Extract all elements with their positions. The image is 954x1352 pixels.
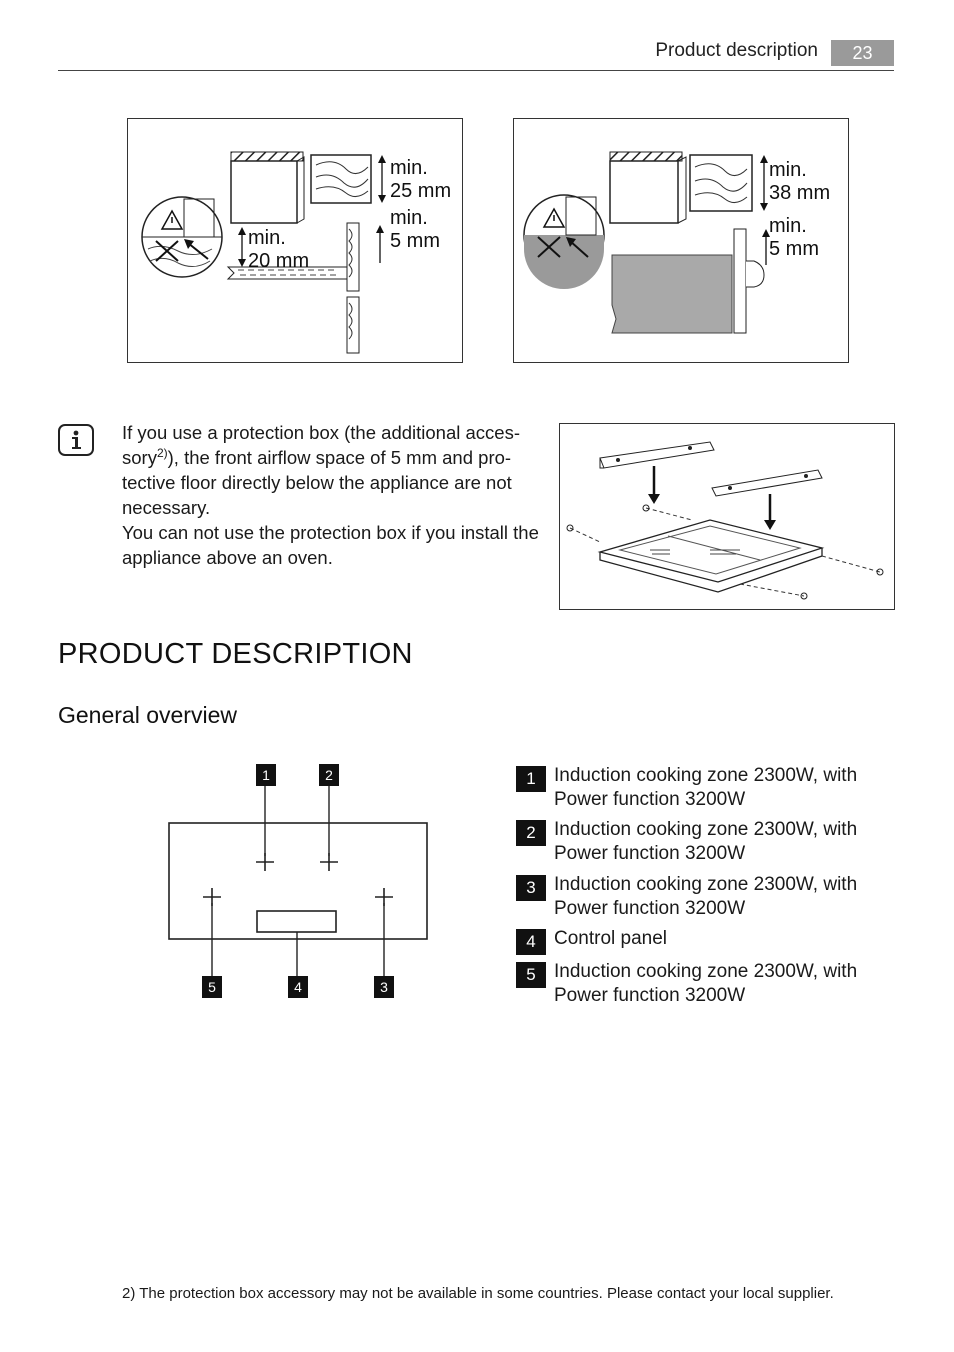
legend-text: Induction cooking zone 2300W, with Power… xyxy=(554,961,858,1006)
header-rule xyxy=(58,70,894,71)
dimension-label-25mm: min. 25 mm xyxy=(390,157,452,202)
installation-figure-left: min. 25 mm min. 5 mm min. 20 mm xyxy=(127,118,463,363)
page-number: 23 xyxy=(831,40,894,66)
installation-drawing-right xyxy=(523,151,770,334)
callout-2: 2 xyxy=(319,764,339,786)
info-note-paragraph-2: You can not use the protection box if yo… xyxy=(122,522,539,568)
legend-text: Control panel xyxy=(554,928,668,949)
dimension-label-5mm: min. 5 mm xyxy=(390,207,440,252)
hob-overview-diagram: 1 2 5 4 3 xyxy=(150,760,450,1005)
legend-number: 3 xyxy=(516,875,546,901)
callout-5: 5 xyxy=(202,976,222,998)
callout-1: 1 xyxy=(256,764,276,786)
dimension-label-38mm: min. 38 mm xyxy=(769,159,831,204)
dimension-label-5mm-oven: min. 5 mm xyxy=(769,215,819,260)
legend-number: 1 xyxy=(516,766,546,792)
legend-number: 5 xyxy=(516,962,546,988)
legend-number: 2 xyxy=(516,820,546,846)
legend-text: Induction cooking zone 2300W, with Power… xyxy=(554,874,858,919)
section-heading: PRODUCT DESCRIPTION xyxy=(58,638,413,670)
installation-drawing-left xyxy=(141,151,386,354)
installation-figure-right: min. 38 mm min. 5 mm xyxy=(513,118,849,363)
info-note-paragraph-1: If you use a protection box (the additio… xyxy=(122,422,520,518)
dimension-label-20mm: min. 20 mm xyxy=(248,227,310,272)
legend-text: Induction cooking zone 2300W, with Power… xyxy=(554,819,858,864)
footnote: 2) The protection box accessory may not … xyxy=(122,1285,834,1302)
callout-4: 4 xyxy=(288,976,308,998)
legend-number: 4 xyxy=(516,929,546,955)
legend-text: Induction cooking zone 2300W, with Power… xyxy=(554,765,858,810)
info-note-text: If you use a protection box (the additio… xyxy=(122,420,542,570)
subsection-heading: General overview xyxy=(58,702,237,728)
protection-box-figure xyxy=(559,423,895,610)
running-header-title: Product description xyxy=(655,40,818,61)
hob-outline xyxy=(168,784,428,976)
protection-box-drawing xyxy=(566,441,884,600)
callout-3: 3 xyxy=(374,976,394,998)
info-icon xyxy=(58,424,94,456)
